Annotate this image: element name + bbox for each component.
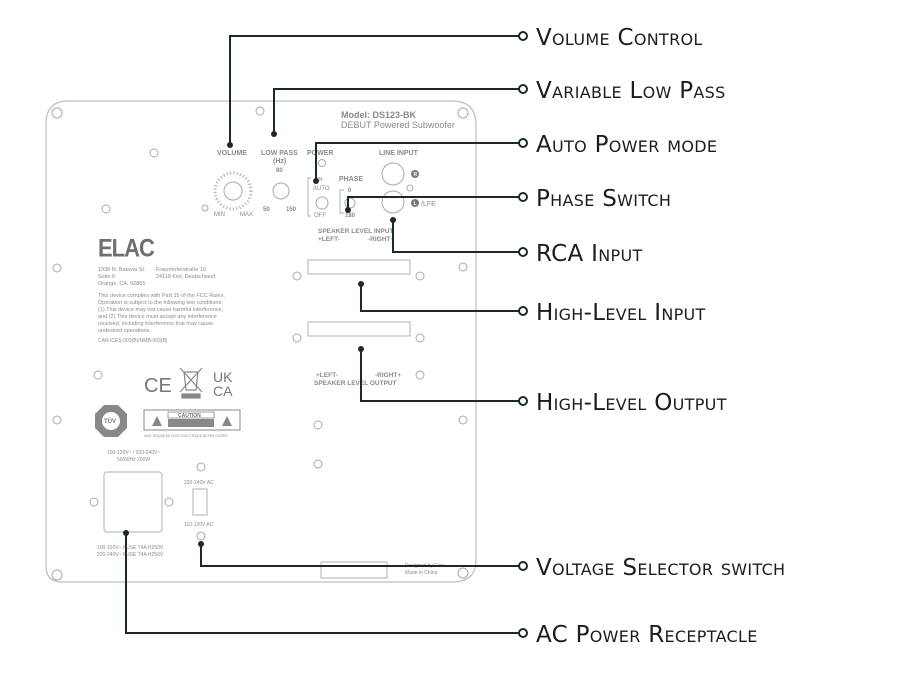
panel-outline	[45, 100, 477, 583]
callout-auto-power-mode: Auto Power mode	[536, 132, 717, 158]
svg-text:AVIS: RISQUE DE CHOC ELECTRIQU: AVIS: RISQUE DE CHOC ELECTRIQUE-NE PAS O…	[144, 434, 228, 438]
low-pass-150: 150	[286, 207, 297, 213]
svg-text:1938 N. Batavia St.: 1938 N. Batavia St.	[98, 267, 146, 273]
svg-text:Made in China: Made in China	[405, 570, 437, 576]
low-pass-knob[interactable]	[272, 182, 290, 200]
svg-text:Fraunhoferstraße 16: Fraunhoferstraße 16	[156, 267, 206, 273]
leader-high-level-output	[360, 349, 520, 402]
svg-text:(1) This device may not cause: (1) This device may not cause harmful in…	[98, 307, 224, 313]
svg-text:220-240V~ FUSE T4A H250V: 220-240V~ FUSE T4A H250V	[97, 552, 164, 558]
line-lfe-label: /LFE	[421, 201, 436, 208]
ukca-mark-top: UK	[213, 369, 233, 385]
leader-auto-power-mode	[315, 142, 520, 181]
speaker-output-left: +LEFT-	[316, 372, 338, 379]
rca-jack-right[interactable]	[381, 162, 405, 186]
speaker-input-left: +LEFT-	[318, 236, 340, 243]
address-de: Fraunhoferstraße 16 24118 Kiel, Deutschl…	[156, 267, 215, 280]
fcc-statement: This device complies with Part 15 of the…	[98, 293, 225, 334]
rca-jack-left-lfe[interactable]	[381, 190, 405, 214]
svg-text:This device complies with Part: This device complies with Part 15 of the…	[98, 293, 225, 299]
svg-text:Orange, CA, 92865: Orange, CA, 92865	[98, 281, 145, 287]
callout-high-level-output: High-Level Output	[536, 390, 727, 416]
fuse-rating: 100-120V~ FUSE T4A H250V 220-240V~ FUSE …	[97, 545, 164, 558]
line-r-label: R	[414, 172, 418, 178]
callout-phase-switch: Phase Switch	[536, 186, 671, 212]
address-us: 1938 N. Batavia St. Suite K Orange, CA, …	[98, 267, 146, 287]
leader-high-level-input	[360, 284, 520, 312]
elac-logo: ELAC	[98, 235, 155, 263]
speaker-input-right: -RIGHT+	[368, 236, 394, 243]
leader-variable-low-pass	[273, 88, 520, 134]
power-rating: 100-120V~ / 220-240V~ 50/60Hz 200W	[107, 450, 160, 463]
ukca-mark-bottom: CA	[213, 383, 233, 399]
phase-0-label: 0	[348, 188, 352, 194]
ac-power-receptacle[interactable]	[103, 471, 163, 533]
line-input-label: LINE INPUT	[379, 150, 419, 157]
serial-label-area	[320, 561, 388, 579]
leader-voltage-selector	[200, 544, 520, 567]
origin-text: Designed by Elac Made in China	[405, 563, 444, 576]
screw-holes	[51, 106, 469, 581]
callout-rca-input: RCA Input	[536, 241, 643, 267]
model-number: Model: DS123-BK	[341, 110, 417, 120]
power-auto-label: AUTO	[313, 186, 330, 192]
product-name: DEBUT Powered Subwoofer	[341, 120, 455, 130]
svg-text:50/60Hz 200W: 50/60Hz 200W	[117, 457, 150, 463]
voltage-selector-switch[interactable]	[192, 488, 208, 516]
callout-high-level-input: High-Level Input	[536, 300, 706, 326]
volume-min-label: MIN	[214, 212, 225, 218]
leader-ac-power-receptacle	[125, 533, 520, 634]
callout-voltage-selector-switch: Voltage Selector switch	[536, 555, 785, 581]
leader-rca-input	[392, 220, 520, 253]
speaker-output-label: SPEAKER LEVEL OUTPUT	[314, 380, 397, 387]
svg-text:Suite K: Suite K	[98, 274, 116, 280]
phase-label: PHASE	[339, 176, 363, 183]
speaker-output-terminal[interactable]	[307, 321, 411, 337]
leader-volume-control	[229, 35, 520, 145]
low-pass-unit: (Hz)	[273, 158, 286, 165]
volume-max-label: MAX	[240, 212, 253, 218]
speaker-input-label: SPEAKER LEVEL INPUT	[318, 228, 393, 235]
caution-label: CAUTION AVIS: RISQUE DE CHOC ELECTRIQUE-…	[143, 409, 241, 438]
callout-volume-control: Volume Control	[536, 25, 703, 51]
callout-ac-power-receptacle: AC Power Receptacle	[536, 622, 758, 648]
voltage-high-label: 220-240V AC	[184, 480, 214, 486]
low-pass-50: 50	[263, 207, 270, 213]
svg-text:received, including interferen: received, including interference that ma…	[98, 321, 213, 327]
power-on-label: ON	[315, 177, 323, 183]
phase-switch[interactable]	[344, 197, 356, 209]
voltage-low-label: 110-120V AC	[184, 522, 214, 528]
ce-mark: CE	[144, 375, 172, 397]
volume-label: VOLUME	[217, 150, 247, 157]
svg-text:TÜV: TÜV	[104, 418, 116, 425]
power-off-label: OFF	[314, 213, 326, 219]
svg-text:100-120V~ / 220-240V~: 100-120V~ / 220-240V~	[107, 450, 160, 456]
speaker-output-right: -RIGHT+	[375, 372, 401, 379]
power-led	[318, 159, 326, 167]
svg-text:24118 Kiel, Deutschland: 24118 Kiel, Deutschland	[156, 274, 215, 280]
power-switch[interactable]	[315, 196, 329, 210]
weee-bin-icon	[179, 367, 203, 399]
power-label: POWER	[307, 150, 333, 157]
can-ices-text: CAN ICES-003(B)/NMB-003(B)	[98, 338, 168, 344]
leader-phase-switch	[347, 196, 520, 210]
svg-text:CAUTION: CAUTION	[178, 413, 201, 419]
svg-text:Operation is subject to the fo: Operation is subject to the following tw…	[98, 300, 223, 306]
low-pass-label: LOW PASS	[261, 150, 298, 157]
volume-knob[interactable]	[213, 171, 253, 211]
speaker-input-terminal[interactable]	[307, 259, 411, 275]
phase-180-label: 180	[345, 213, 356, 219]
callout-variable-low-pass: Variable Low Pass	[536, 78, 726, 104]
svg-text:undesired operations.: undesired operations.	[98, 328, 151, 334]
line-l-label: L	[414, 201, 417, 207]
callout-labels: Volume Control Variable Low Pass Auto Po…	[536, 25, 785, 648]
svg-text:100-120V~ FUSE T4A H250V: 100-120V~ FUSE T4A H250V	[97, 545, 164, 551]
leader-lines	[123, 31, 528, 638]
tuv-mark: TÜV	[95, 405, 127, 437]
low-pass-80: 80	[276, 168, 283, 174]
svg-text:and (2) This device must accep: and (2) This device must accept any inte…	[98, 314, 217, 320]
